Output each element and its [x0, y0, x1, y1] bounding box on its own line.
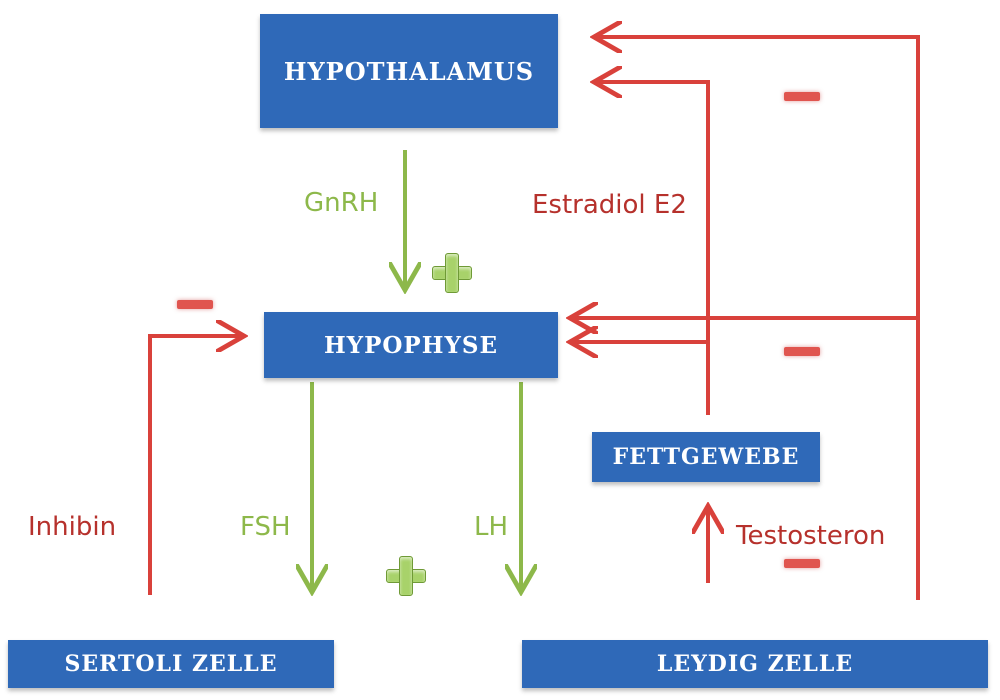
- hypothalamus-box: HYPOTHALAMUS: [260, 14, 558, 128]
- estradiol-label: Estradiol E2: [532, 190, 687, 220]
- fsh-label: FSH: [240, 512, 291, 542]
- testosteron-label: Testosteron: [736, 521, 886, 551]
- hypophyse-box: HYPOPHYSE: [264, 312, 558, 378]
- minus-icon: [784, 92, 820, 101]
- plus-icon: [432, 253, 472, 293]
- inhibin-arrow: [148, 336, 240, 595]
- plus-icon: [386, 556, 426, 596]
- leydig-to-hypothalamus-arrow: [598, 37, 920, 600]
- minus-icon: [784, 347, 820, 356]
- leydig-zelle-box: LEYDIG ZELLE: [522, 640, 988, 688]
- fettgewebe-box: FETTGEWEBE: [592, 432, 820, 482]
- inhibin-label: Inhibin: [28, 512, 117, 542]
- minus-icon: [784, 559, 820, 568]
- lh-label: LH: [474, 512, 509, 542]
- fettgewebe-to-hypothalamus-arrow: [598, 82, 710, 415]
- gnrh-label: GnRH: [304, 188, 379, 218]
- minus-icon: [177, 300, 213, 309]
- sertoli-zelle-box: SERTOLI ZELLE: [8, 640, 334, 688]
